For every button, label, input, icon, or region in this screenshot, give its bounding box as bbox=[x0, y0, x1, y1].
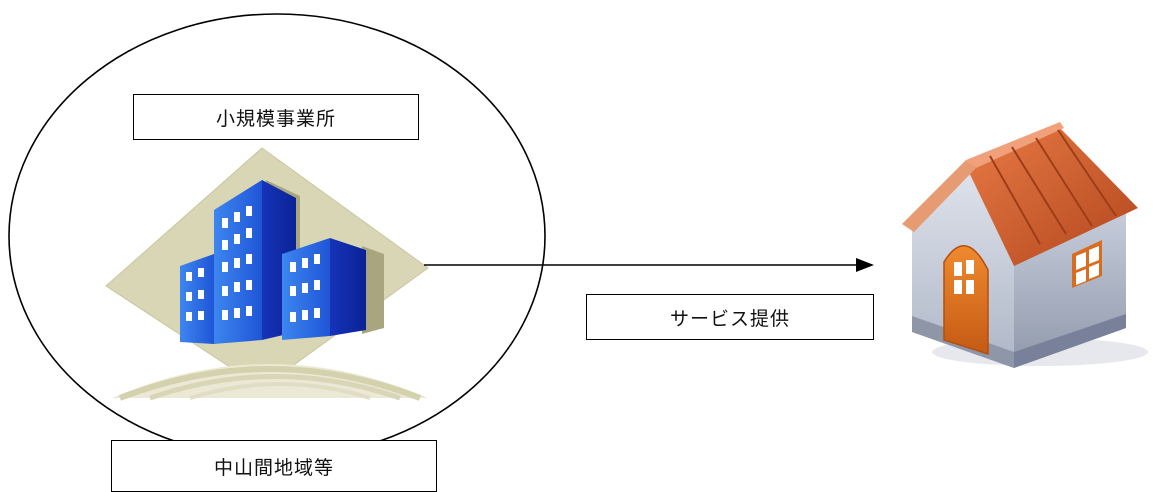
office-label: 小規模事業所 bbox=[133, 94, 419, 140]
office-buildings-icon bbox=[105, 147, 429, 401]
service-arrow bbox=[424, 258, 874, 272]
service-label: サービス提供 bbox=[586, 294, 874, 340]
region-label: 中山間地域等 bbox=[111, 440, 437, 492]
house-icon bbox=[902, 122, 1148, 368]
